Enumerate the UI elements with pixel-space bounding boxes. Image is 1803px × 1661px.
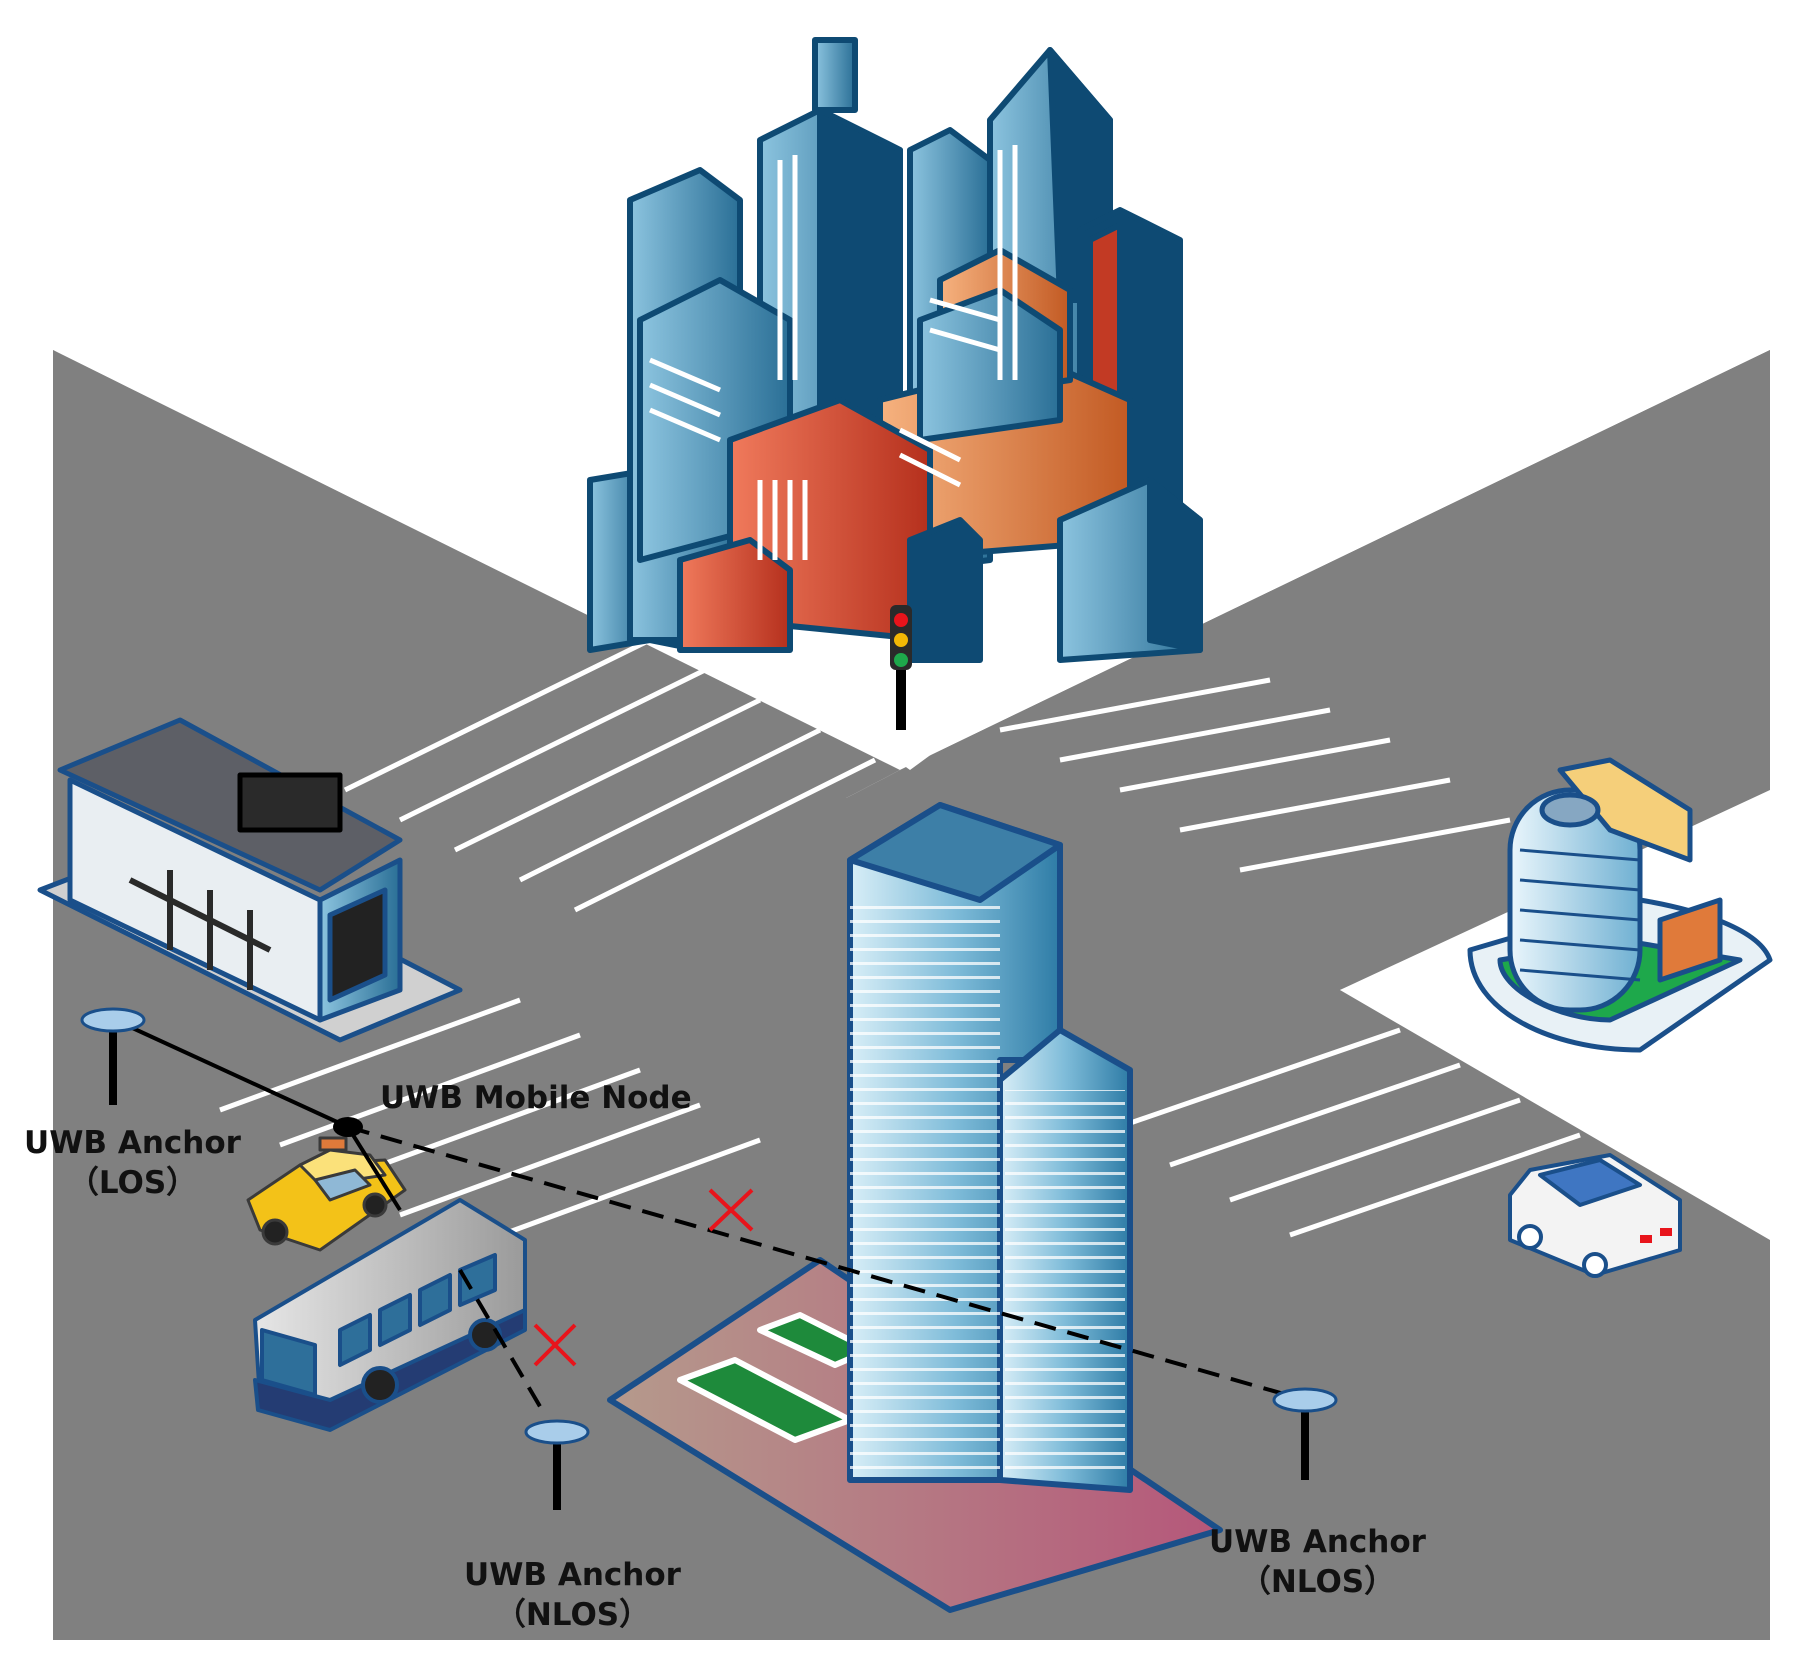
link-los bbox=[114, 1018, 349, 1129]
anchor-icon bbox=[1272, 1387, 1338, 1413]
warehouse-icon bbox=[37, 717, 463, 1043]
link-nlos-right bbox=[347, 1125, 1306, 1402]
label-anchor-nlos-left-title: UWB Anchor bbox=[464, 1557, 681, 1593]
mobile-node bbox=[333, 1117, 363, 1137]
taxi-icon bbox=[246, 1136, 407, 1252]
anchor-los bbox=[80, 1007, 146, 1105]
mobile-node-icon bbox=[333, 1117, 363, 1137]
blocked-markers bbox=[533, 1188, 754, 1367]
anchor-nlos-right bbox=[1272, 1387, 1338, 1480]
label-anchor-los: UWB Anchor （LOS） bbox=[20, 1123, 245, 1203]
crosswalk-stripes bbox=[219, 637, 1581, 1253]
sidewalk-top bbox=[760, 590, 1060, 770]
sidewalk-right bbox=[1340, 930, 1480, 1040]
label-anchor-nlos-right-title: UWB Anchor bbox=[1209, 1524, 1426, 1560]
round-hotel-icon bbox=[1467, 757, 1773, 1053]
skyscraper-cluster-icon bbox=[587, 37, 1203, 663]
link-nlos-left bbox=[458, 1268, 547, 1417]
link-mobile-bus bbox=[346, 1125, 402, 1212]
signal-links bbox=[114, 1018, 1306, 1417]
label-anchor-nlos-right-tag: （NLOS） bbox=[1239, 1564, 1396, 1600]
anchor-icon bbox=[524, 1419, 590, 1445]
anchor-nlos-left bbox=[524, 1419, 590, 1510]
traffic-light-icon bbox=[890, 605, 912, 730]
label-mobile-node: UWB Mobile Node bbox=[380, 1080, 692, 1116]
block-mark-icon bbox=[708, 1188, 754, 1232]
label-anchor-nlos-left-tag: （NLOS） bbox=[494, 1597, 651, 1633]
glass-tower-icon bbox=[607, 802, 1223, 1613]
label-anchor-nlos-right: UWB Anchor （NLOS） bbox=[1200, 1522, 1435, 1602]
label-anchor-los-tag: （LOS） bbox=[67, 1165, 198, 1201]
block-mark-icon bbox=[533, 1323, 577, 1367]
sedan-icon bbox=[1508, 1153, 1682, 1278]
bus-icon bbox=[253, 1198, 527, 1432]
label-anchor-los-title: UWB Anchor bbox=[24, 1125, 241, 1161]
anchor-icon bbox=[80, 1007, 146, 1033]
label-anchor-nlos-left: UWB Anchor （NLOS） bbox=[455, 1555, 690, 1635]
